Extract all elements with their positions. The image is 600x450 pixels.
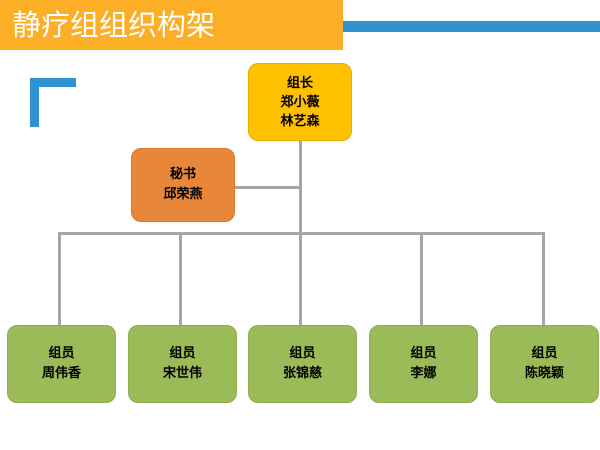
node-member-3[interactable]: 组员 张锦慈 (248, 325, 357, 403)
node-member-4[interactable]: 组员 李娜 (369, 325, 478, 403)
connector-drop-member-1 (58, 232, 61, 327)
node-member-1[interactable]: 组员 周伟香 (7, 325, 116, 403)
connector-drop-member-2 (179, 232, 182, 327)
node-member-2-name: 宋世伟 (162, 366, 202, 381)
corner-bracket-icon (30, 78, 76, 127)
node-member-5[interactable]: 组员 陈晓颖 (490, 325, 599, 403)
node-member-5-name: 陈晓颖 (524, 366, 564, 381)
node-leader-name-2: 林艺森 (280, 113, 320, 129)
node-secretary[interactable]: 秘书 邱荣燕 (131, 148, 235, 222)
header-accent-bar (343, 21, 600, 32)
title-banner (0, 0, 343, 50)
node-leader-role: 组长 (286, 75, 313, 91)
node-member-1-name: 周伟香 (41, 366, 81, 381)
connector-drop-member-3 (299, 232, 302, 327)
node-member-3-role: 组员 (289, 346, 316, 361)
connector-secretary-branch (234, 186, 300, 189)
node-member-3-name: 张锦慈 (282, 366, 322, 381)
corner-bracket-vertical (30, 78, 39, 127)
node-secretary-role: 秘书 (169, 167, 196, 182)
node-secretary-name: 邱荣燕 (163, 187, 203, 202)
node-leader[interactable]: 组长 郑小薇 林艺森 (248, 63, 352, 141)
corner-bracket-horizontal (30, 78, 76, 87)
page-title: 静疗组组织构架 (12, 8, 216, 42)
connector-drop-member-4 (420, 232, 423, 327)
node-member-5-role: 组员 (531, 346, 558, 361)
node-leader-name-1: 郑小薇 (280, 94, 320, 110)
node-member-1-role: 组员 (48, 346, 75, 361)
node-member-2-role: 组员 (169, 346, 196, 361)
node-member-4-name: 李娜 (410, 366, 437, 381)
connector-leader-trunk (299, 139, 302, 234)
node-member-4-role: 组员 (410, 346, 437, 361)
node-member-2[interactable]: 组员 宋世伟 (128, 325, 237, 403)
connector-drop-member-5 (542, 232, 545, 327)
